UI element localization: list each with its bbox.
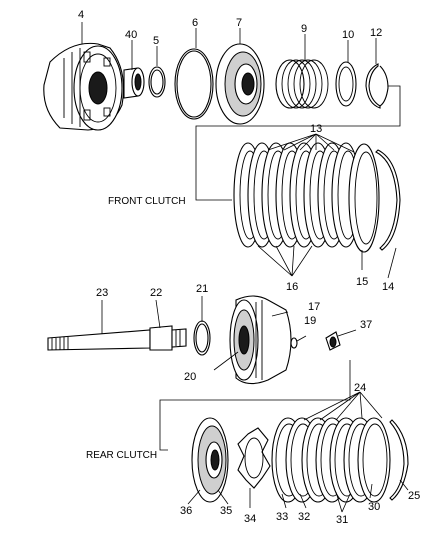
front-clutch-label: FRONT CLUTCH	[108, 196, 186, 207]
callout-4: 4	[78, 9, 84, 21]
callout-30: 30	[368, 501, 380, 513]
callout-40: 40	[125, 29, 137, 41]
callout-23: 23	[96, 287, 108, 299]
part-40-bushing[interactable]	[123, 67, 145, 99]
part-12-snap-ring[interactable]	[365, 63, 389, 109]
callout-19: 19	[304, 315, 316, 327]
callout-31: 31	[336, 514, 348, 526]
callout-15: 15	[356, 276, 368, 288]
leader-lines	[81, 22, 409, 513]
part-10-spring-retainer[interactable]	[335, 61, 357, 107]
callout-24: 24	[354, 382, 366, 394]
callout-10: 10	[342, 29, 354, 41]
callout-17: 17	[308, 301, 320, 313]
part-17-rear-clutch-retainer[interactable]	[229, 295, 292, 385]
leader-lower-bracket	[159, 360, 351, 451]
callout-9: 9	[301, 23, 307, 35]
part-23-input-shaft[interactable]	[47, 325, 187, 351]
callout-22: 22	[150, 287, 162, 299]
callout-34: 34	[244, 513, 256, 525]
callout-7: 7	[236, 17, 242, 29]
callout-37: 37	[360, 319, 372, 331]
part-9-piston-springs[interactable]	[275, 59, 329, 109]
rear-clutch-label: REAR CLUTCH	[86, 450, 157, 461]
part-21-seal-ring[interactable]	[193, 320, 211, 356]
callout-36: 36	[180, 505, 192, 517]
callout-6: 6	[192, 17, 198, 29]
front-clutch-disc-pack[interactable]	[233, 142, 401, 253]
part-5-snap-ring[interactable]	[148, 66, 166, 98]
callout-16: 16	[286, 281, 298, 293]
part-34-spring-plate[interactable]	[237, 427, 271, 489]
part-6-seal-ring[interactable]	[174, 48, 214, 120]
part-19-o-ring[interactable]	[290, 337, 298, 349]
callout-21: 21	[196, 283, 208, 295]
callout-35: 35	[220, 505, 232, 517]
callout-12: 12	[370, 27, 382, 39]
callout-14: 14	[382, 281, 394, 293]
callout-32: 32	[298, 511, 310, 523]
callout-25: 25	[408, 490, 420, 502]
callout-20: 20	[184, 371, 196, 383]
rear-clutch-disc-pack[interactable]	[271, 417, 409, 503]
callout-numbers: 4 40 5 6 7 9 10 12 13 14 15 16 17 19 20 …	[78, 9, 420, 526]
callout-33: 33	[276, 511, 288, 523]
callout-5: 5	[153, 35, 159, 47]
part-7-piston[interactable]	[215, 43, 265, 125]
part-37-thrust-washer[interactable]	[325, 331, 341, 351]
part-4-clutch-retainer[interactable]	[43, 42, 125, 131]
part-35-rear-piston[interactable]	[191, 417, 229, 503]
callout-13: 13	[310, 123, 322, 135]
leader-upper-bracket	[195, 85, 401, 201]
